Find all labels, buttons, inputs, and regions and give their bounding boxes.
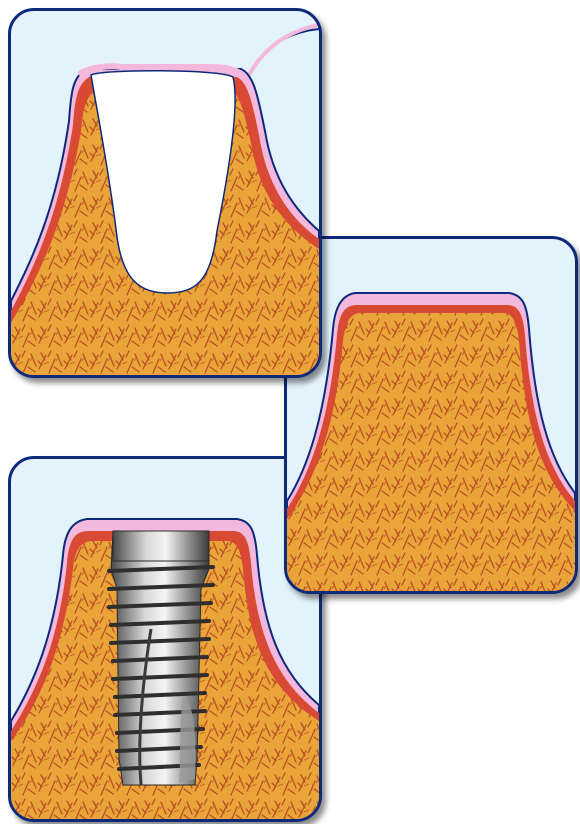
dental-implant-screw-icon	[109, 531, 213, 785]
implant-placed-panel	[8, 456, 322, 822]
extraction-socket-panel	[8, 8, 322, 378]
healed-ridge-illustration	[287, 239, 575, 591]
implant-placed-illustration	[11, 459, 319, 819]
extraction-socket-illustration	[11, 11, 319, 375]
healed-ridge-panel	[284, 236, 578, 594]
